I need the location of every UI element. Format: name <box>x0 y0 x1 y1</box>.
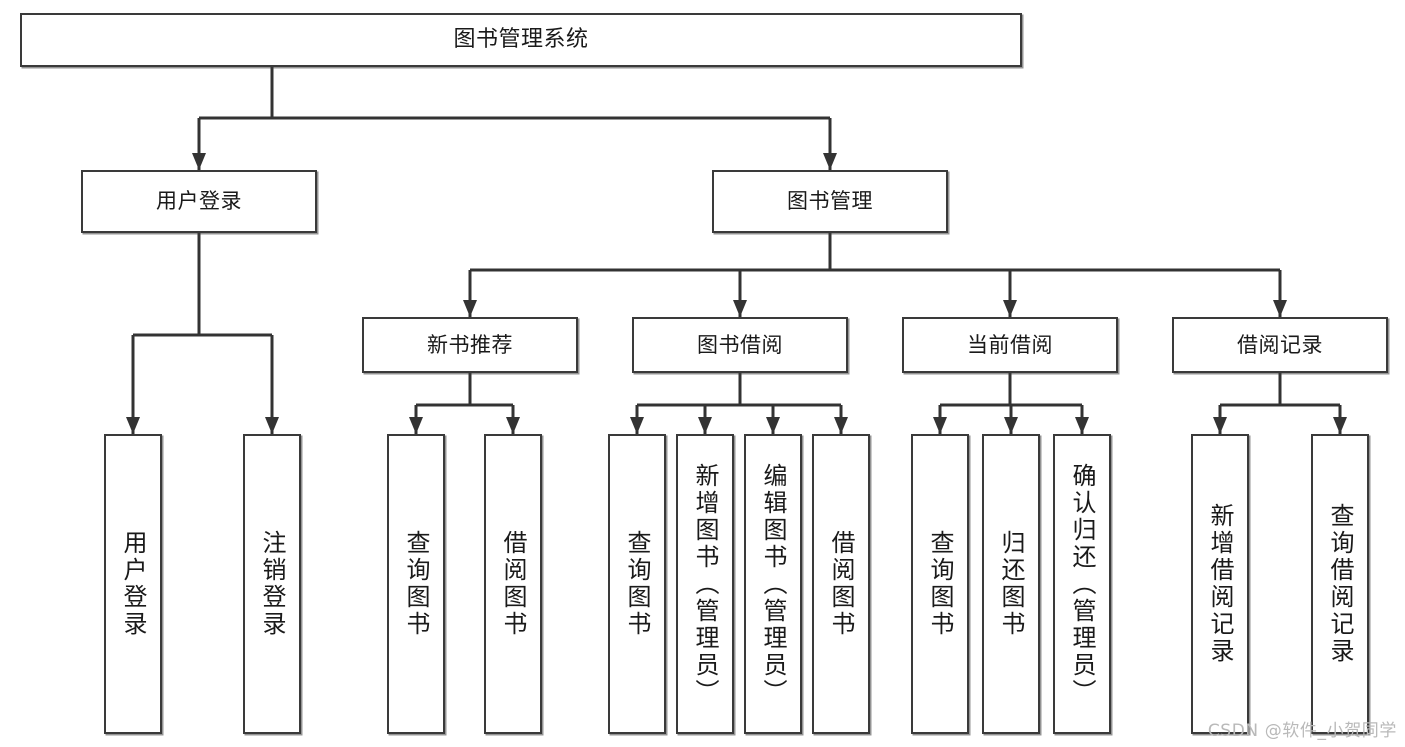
node-label: 编辑图书（管理员） <box>759 462 787 706</box>
arrow-head-login <box>192 153 206 170</box>
node-l-bor1: 查询图书 <box>608 434 666 734</box>
arrow-head-bookmgr <box>823 153 837 170</box>
node-l-cur1: 查询图书 <box>911 434 969 734</box>
node-label: 借阅图书 <box>827 530 855 638</box>
arrow-head-l-bor3 <box>766 417 780 434</box>
node-l-cur3: 确认归还（管理员） <box>1053 434 1111 734</box>
node-login: 用户登录 <box>81 170 317 233</box>
node-label: 当前借阅 <box>967 332 1053 357</box>
arrow-head-l-login1 <box>126 417 140 434</box>
node-label: 图书管理 <box>787 189 873 214</box>
node-label: 确认归还（管理员） <box>1068 462 1096 706</box>
node-label: 查询图书 <box>402 530 430 638</box>
arrow-head-newbook <box>463 300 477 317</box>
node-newbook: 新书推荐 <box>362 317 578 373</box>
arrow-head-current <box>1003 300 1017 317</box>
node-l-bor2: 新增图书（管理员） <box>676 434 734 734</box>
node-label: 查询图书 <box>926 530 954 638</box>
arrow-head-l-cur1 <box>933 417 947 434</box>
arrow-head-l-new1 <box>409 417 423 434</box>
node-l-new2: 借阅图书 <box>484 434 542 734</box>
node-label: 查询借阅记录 <box>1326 503 1354 665</box>
node-l-bor3: 编辑图书（管理员） <box>744 434 802 734</box>
node-label: 注销登录 <box>258 530 286 638</box>
node-label: 用户登录 <box>156 189 242 214</box>
node-label: 查询图书 <box>623 530 651 638</box>
node-current: 当前借阅 <box>902 317 1118 373</box>
node-record: 借阅记录 <box>1172 317 1388 373</box>
arrow-head-l-cur3 <box>1075 417 1089 434</box>
watermark-label: CSDN @软件_小贺同学 <box>1207 721 1397 741</box>
node-label: 新书推荐 <box>427 332 513 357</box>
node-bookmgr: 图书管理 <box>712 170 948 233</box>
arrow-head-l-bor1 <box>630 417 644 434</box>
node-label: 归还图书 <box>997 530 1025 638</box>
arrow-head-l-cur2 <box>1004 417 1018 434</box>
node-label: 图书借阅 <box>697 332 783 357</box>
arrow-head-l-login2 <box>265 417 279 434</box>
node-l-cur2: 归还图书 <box>982 434 1040 734</box>
node-label: 新增借阅记录 <box>1206 503 1234 665</box>
arrow-head-record <box>1273 300 1287 317</box>
node-l-new1: 查询图书 <box>387 434 445 734</box>
node-label: 借阅图书 <box>499 530 527 638</box>
node-label: 用户登录 <box>119 530 147 638</box>
arrow-head-l-bor2 <box>698 417 712 434</box>
arrow-head-l-rec1 <box>1213 417 1227 434</box>
node-l-rec1: 新增借阅记录 <box>1191 434 1249 734</box>
node-l-bor4: 借阅图书 <box>812 434 870 734</box>
arrow-head-borrow <box>733 300 747 317</box>
node-label: 图书管理系统 <box>453 27 589 53</box>
node-borrow: 图书借阅 <box>632 317 848 373</box>
arrow-head-l-rec2 <box>1333 417 1347 434</box>
node-l-login2: 注销登录 <box>243 434 301 734</box>
arrow-head-l-bor4 <box>834 417 848 434</box>
node-label: 新增图书（管理员） <box>691 462 719 706</box>
node-root: 图书管理系统 <box>20 13 1022 67</box>
arrow-head-l-new2 <box>506 417 520 434</box>
node-l-rec2: 查询借阅记录 <box>1311 434 1369 734</box>
node-label: 借阅记录 <box>1237 332 1323 357</box>
node-l-login1: 用户登录 <box>104 434 162 734</box>
